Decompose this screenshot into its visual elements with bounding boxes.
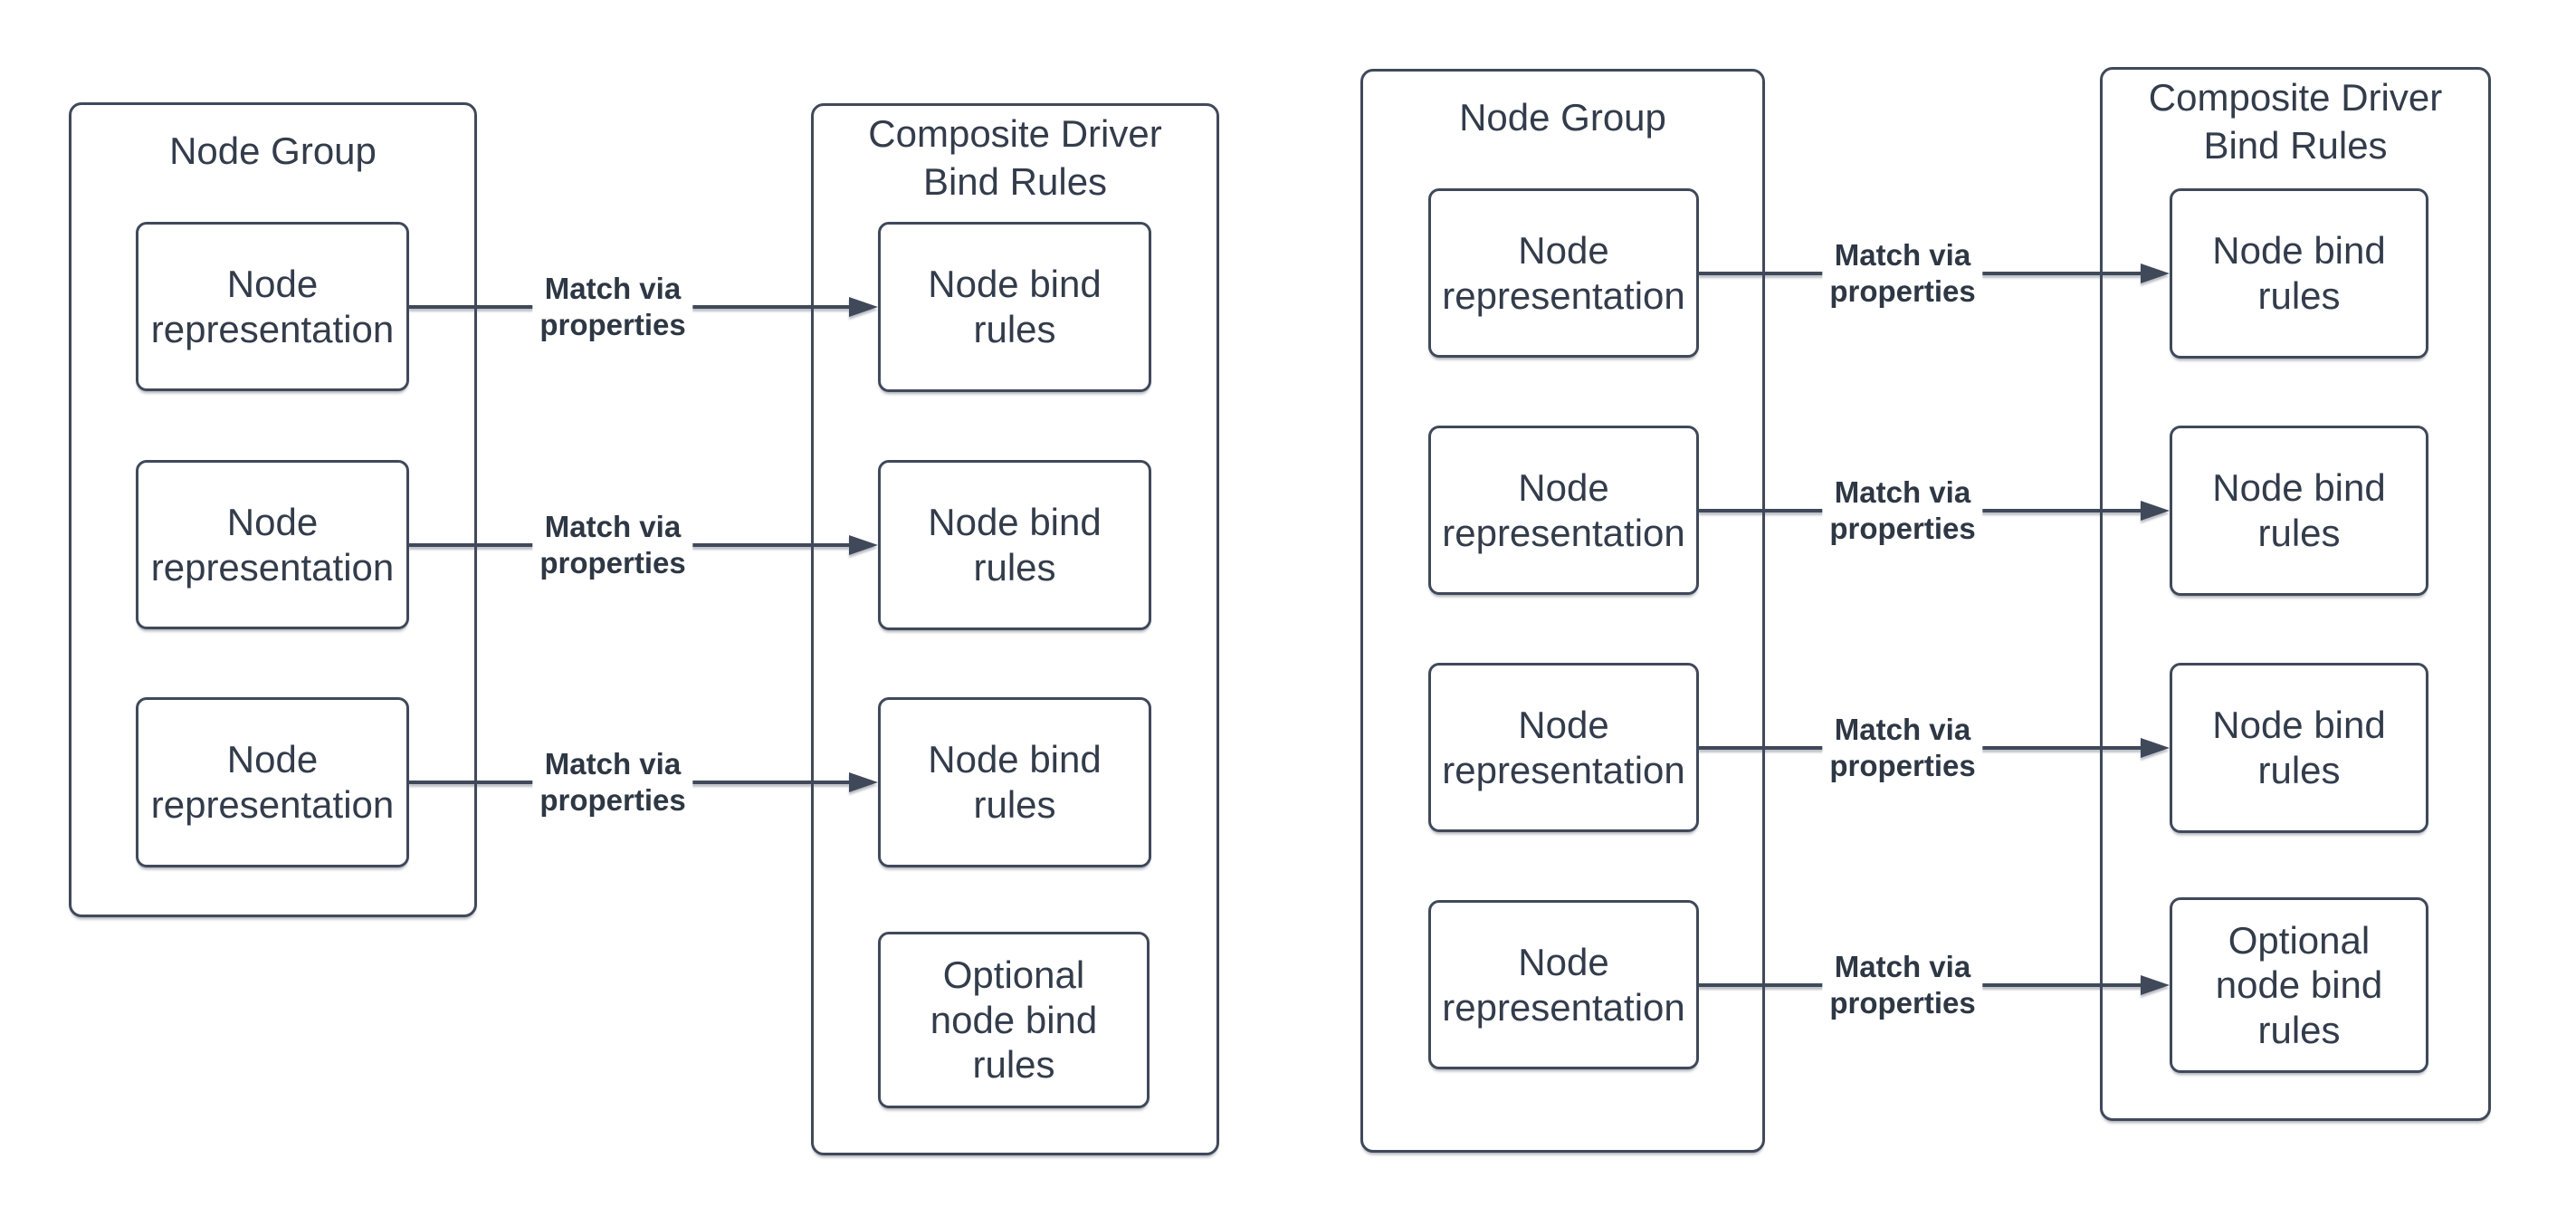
node-bind-rules-box: Node bind rules xyxy=(878,697,1151,867)
match-via-properties-label: Match via properties xyxy=(1822,947,1983,1023)
node-representation-box: Node representation xyxy=(1428,426,1699,595)
node-representation-box: Node representation xyxy=(1428,900,1699,1069)
match-via-properties-label: Match via properties xyxy=(1822,473,1983,549)
node-bind-rules-box: Node bind rules xyxy=(878,222,1151,392)
arrowhead-icon xyxy=(2141,738,2170,758)
node-bind-rules-box: Node bind rules xyxy=(2170,663,2428,833)
node-group-title: Node Group xyxy=(1459,96,1666,139)
optional-node-bind-rules-box: Optional node bind rules xyxy=(878,932,1150,1108)
arrowhead-icon xyxy=(2141,263,2170,283)
match-via-properties-label: Match via properties xyxy=(532,269,693,345)
node-bind-rules-box: Node bind rules xyxy=(2170,188,2428,359)
node-representation-box: Node representation xyxy=(1428,188,1699,358)
arrowhead-icon xyxy=(2141,501,2170,521)
node-representation-box: Node representation xyxy=(136,697,409,867)
arrowhead-icon xyxy=(849,772,878,792)
node-representation-box: Node representation xyxy=(136,460,409,629)
match-via-properties-label: Match via properties xyxy=(532,744,693,820)
node-representation-box: Node representation xyxy=(1428,663,1699,832)
arrowhead-icon xyxy=(849,535,878,555)
match-via-properties-label: Match via properties xyxy=(1822,710,1983,786)
match-via-properties-label: Match via properties xyxy=(1822,235,1983,311)
arrowhead-icon xyxy=(2141,975,2170,995)
node-group-title: Node Group xyxy=(169,129,377,172)
arrowhead-icon xyxy=(849,297,878,317)
node-bind-rules-box: Node bind rules xyxy=(878,460,1151,630)
composite-driver-bind-rules-title: Composite Driver Bind Rules xyxy=(868,112,1162,203)
match-via-properties-label: Match via properties xyxy=(532,507,693,583)
composite-driver-bind-rules-title: Composite Driver Bind Rules xyxy=(2148,76,2443,167)
node-representation-box: Node representation xyxy=(136,222,409,391)
optional-node-bind-rules-box: Optional node bind rules xyxy=(2170,897,2428,1073)
node-bind-rules-box: Node bind rules xyxy=(2170,426,2428,596)
